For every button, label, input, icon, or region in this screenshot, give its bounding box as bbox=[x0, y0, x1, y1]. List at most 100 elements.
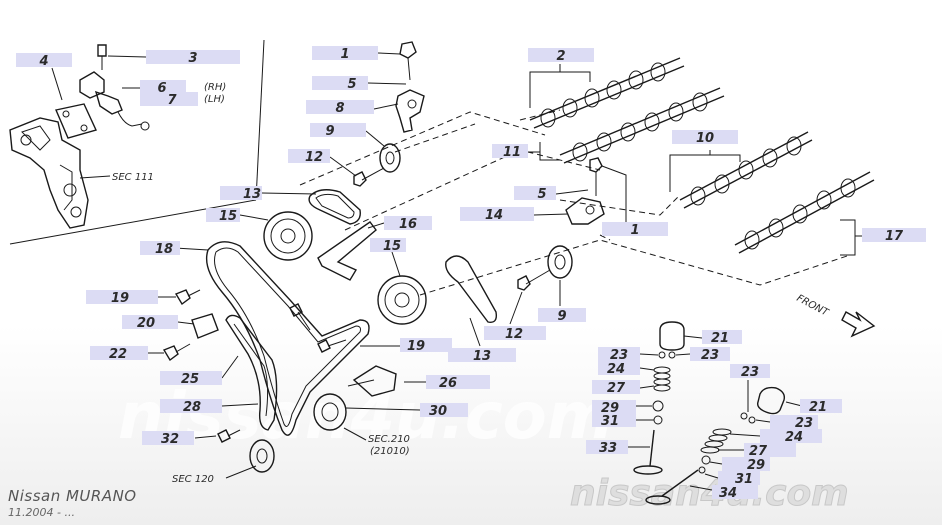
leader-1-right bbox=[601, 165, 627, 222]
callout-19-left: 19 bbox=[111, 291, 129, 306]
leader-15-upper bbox=[239, 214, 269, 221]
callout-25: 25 bbox=[181, 372, 199, 387]
leader-8 bbox=[373, 103, 399, 110]
sprocket-15-upper bbox=[263, 211, 313, 261]
lifter-21-left bbox=[659, 321, 685, 351]
leader-13-top bbox=[261, 192, 317, 195]
leader-27-left bbox=[639, 385, 655, 389]
leader-5-top bbox=[367, 82, 407, 85]
callout-23-right-mid: 23 bbox=[795, 416, 813, 431]
bracket-26 bbox=[347, 365, 397, 397]
callout-27-right: 27 bbox=[749, 444, 768, 459]
bolt-22 bbox=[162, 343, 191, 362]
callout-26: 26 bbox=[439, 376, 457, 391]
lifter-21-right bbox=[756, 386, 786, 415]
callout-24-right: 24 bbox=[785, 430, 803, 445]
bolt-12-mid bbox=[517, 269, 551, 291]
callout-21-left: 21 bbox=[711, 331, 729, 346]
sprocket-15-lower bbox=[377, 275, 427, 325]
chain-13-mid bbox=[445, 255, 498, 323]
leader-21-right bbox=[785, 401, 803, 407]
callout-34: 34 bbox=[719, 486, 737, 501]
leader-32 bbox=[194, 435, 217, 439]
bolt-19-center bbox=[317, 339, 347, 353]
tensioner-20 bbox=[191, 313, 219, 339]
leader-31-right bbox=[704, 473, 719, 479]
callout-33: 33 bbox=[599, 441, 617, 456]
leader-12-top bbox=[329, 156, 357, 177]
callout-29-left: 29 bbox=[601, 401, 619, 416]
chain-13-top bbox=[308, 189, 361, 225]
leader-sec120 bbox=[225, 465, 257, 479]
callout-15-upper: 15 bbox=[219, 209, 237, 224]
valve-34 bbox=[645, 469, 699, 505]
leader-13-mid bbox=[469, 317, 481, 347]
sec120-label: SEC 120 bbox=[172, 474, 214, 485]
footer-date: 11.2004 - ... bbox=[8, 506, 75, 519]
callout-31-left: 31 bbox=[601, 414, 619, 429]
lh-label: (LH) bbox=[204, 94, 225, 105]
front-label: FRONT bbox=[795, 293, 831, 319]
leader-23-left-a bbox=[639, 353, 659, 356]
leader-9-top bbox=[365, 130, 385, 147]
valve-33 bbox=[633, 429, 663, 475]
sprocket-9-top bbox=[379, 143, 401, 173]
callout-24-left: 24 bbox=[607, 362, 625, 377]
keepers-23-right bbox=[740, 412, 756, 424]
callout-13-top: 13 bbox=[243, 187, 261, 202]
chain-guide-16 bbox=[317, 221, 377, 281]
bolt-19-left bbox=[174, 289, 201, 306]
callout-1-right: 1 bbox=[630, 223, 639, 238]
callout-31-right: 31 bbox=[735, 472, 753, 487]
leader-5-right bbox=[555, 189, 589, 195]
leader-4 bbox=[51, 67, 63, 101]
callout-23-right-top: 23 bbox=[741, 365, 759, 380]
callout-20: 20 bbox=[137, 316, 155, 331]
leader-1-top bbox=[377, 52, 401, 55]
watermark-corner: nissan4u.com bbox=[570, 473, 849, 514]
callout-18: 18 bbox=[155, 242, 173, 257]
bolt-center-small bbox=[289, 303, 311, 331]
callouts: 1 2 3 4 5 6 (RH) 7 (LH) 8 9 10 11 12 bbox=[16, 46, 926, 501]
inset-divider-line bbox=[255, 39, 265, 201]
footer-model: Nissan MURANO bbox=[8, 487, 137, 505]
seal-29-31-left bbox=[652, 400, 664, 425]
sec210-code: (21010) bbox=[370, 446, 410, 457]
callout-23-left-b: 23 bbox=[701, 348, 719, 363]
leader-28 bbox=[221, 403, 259, 407]
guide-25-28 bbox=[225, 314, 278, 431]
callout-16: 16 bbox=[399, 217, 417, 232]
callout-11: 11 bbox=[503, 145, 521, 160]
leader-15-lower bbox=[391, 251, 401, 277]
leader-21-left bbox=[683, 335, 703, 339]
leader-30 bbox=[345, 407, 421, 411]
callout-1-top: 1 bbox=[340, 47, 349, 62]
leader-20 bbox=[177, 321, 195, 325]
callout-5-right: 5 bbox=[537, 187, 546, 202]
leader-14 bbox=[533, 213, 569, 216]
rh-label: (RH) bbox=[204, 82, 226, 93]
spring-27-right bbox=[700, 428, 732, 454]
camshaft-2 bbox=[529, 57, 685, 129]
callout-12-top: 12 bbox=[305, 150, 323, 165]
callout-22: 22 bbox=[109, 347, 127, 362]
callout-32: 32 bbox=[161, 432, 179, 447]
watermark-center: nissan4u.com bbox=[118, 380, 613, 454]
bracket-lines bbox=[527, 64, 862, 256]
callout-28: 28 bbox=[183, 400, 201, 415]
sec111-label: SEC 111 bbox=[112, 172, 154, 183]
bolt-32 bbox=[217, 429, 241, 443]
leader-25 bbox=[221, 355, 239, 379]
callout-10: 10 bbox=[696, 131, 714, 146]
callout-6: 6 bbox=[157, 81, 166, 96]
callout-13-mid: 13 bbox=[473, 349, 491, 364]
callout-7: 7 bbox=[167, 93, 177, 108]
leader-23-left-b bbox=[675, 353, 691, 356]
callout-12-mid: 12 bbox=[505, 327, 523, 342]
sprocket-9-mid bbox=[547, 245, 573, 279]
callout-21-right: 21 bbox=[809, 400, 827, 415]
seal-29-31-right bbox=[698, 455, 711, 474]
leader-23-right-mid bbox=[755, 419, 771, 423]
camshaft-10 bbox=[679, 131, 813, 209]
